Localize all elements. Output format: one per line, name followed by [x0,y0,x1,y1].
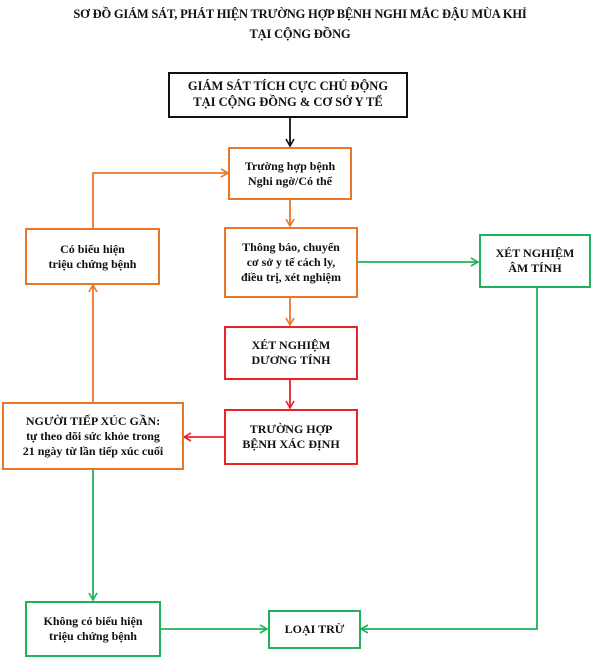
node-excluded-text: LOẠI TRỪ [284,622,345,636]
node-notify-isolate: Thông báo, chuyển cơ sở y tế cách ly, đi… [224,227,358,298]
node-close-contact: NGƯỜI TIẾP XÚC GẦN: tự theo dõi sức khỏe… [2,402,184,470]
node-suspected-case-text: Trường hợp bệnh Nghi ngờ/Có thể [244,158,336,188]
node-surveillance: GIÁM SÁT TÍCH CỰC CHỦ ĐỘNG TẠI CỘNG ĐỒNG… [168,72,408,118]
diagram-title-line-1: SƠ ĐỒ GIÁM SÁT, PHÁT HIỆN TRƯỜNG HỢP BỆN… [73,7,527,21]
node-has-symptoms-text: Có biểu hiện triệu chứng bệnh [48,241,137,271]
arrow-symptoms-to-suspected [92,168,230,228]
node-has-symptoms: Có biểu hiện triệu chứng bệnh [25,228,160,285]
node-surveillance-text: GIÁM SÁT TÍCH CỰC CHỦ ĐỘNG TẠI CỘNG ĐỒNG… [187,79,389,109]
node-confirmed-case-text: TRƯỜNG HỢP BỆNH XÁC ĐỊNH [242,422,340,451]
diagram-title-line-2: TẠI CỘNG ĐỒNG [249,27,351,41]
node-confirmed-case: TRƯỜNG HỢP BỆNH XÁC ĐỊNH [224,409,358,465]
node-no-symptoms: Không có biểu hiện triệu chứng bệnh [25,601,161,657]
node-notify-isolate-text: Thông báo, chuyển cơ sở y tế cách ly, đi… [241,240,341,284]
node-suspected-case: Trường hợp bệnh Nghi ngờ/Có thể [228,147,352,200]
node-test-negative: XÉT NGHIỆM ÂM TÍNH [479,234,591,288]
node-test-positive-text: XÉT NGHIỆM DƯƠNG TÍNH [251,338,331,367]
node-close-contact-text: NGƯỜI TIẾP XÚC GẦN: tự theo dõi sức khỏe… [22,413,164,458]
node-no-symptoms-text: Không có biểu hiện triệu chứng bệnh [43,614,143,643]
node-test-negative-text: XÉT NGHIỆM ÂM TÍNH [495,246,575,275]
node-test-positive: XÉT NGHIỆM DƯƠNG TÍNH [224,326,358,380]
arrow-negative-to-excluded [359,288,538,634]
node-excluded: LOẠI TRỪ [268,610,361,649]
